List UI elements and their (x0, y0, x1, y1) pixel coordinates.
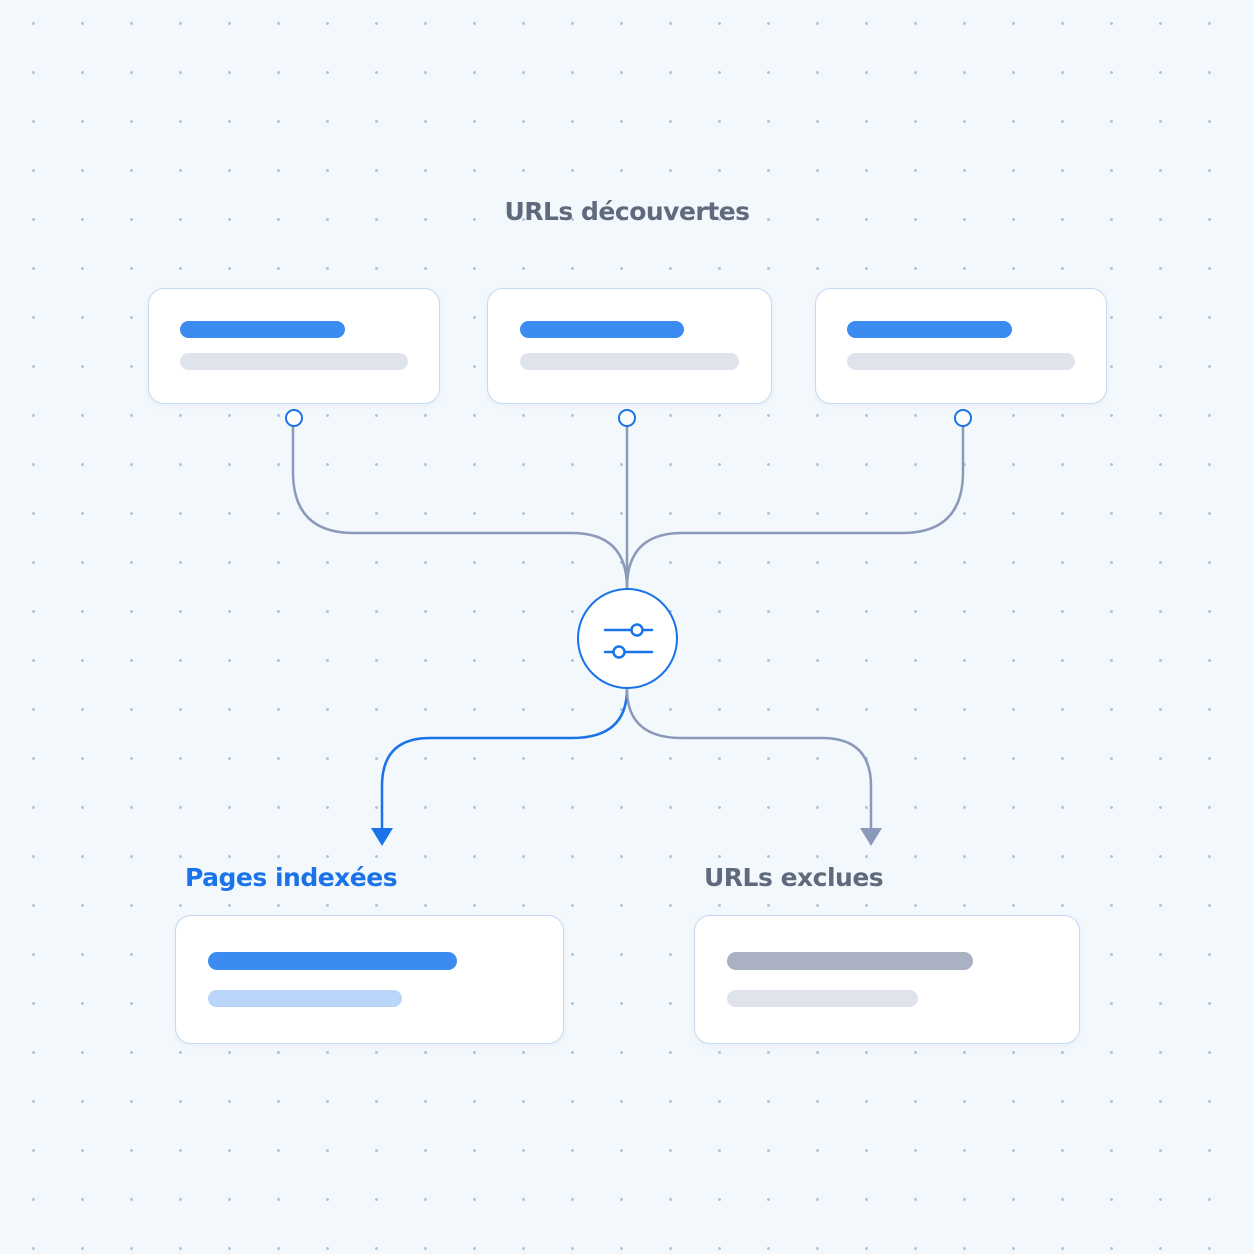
card-title-placeholder (180, 321, 345, 338)
indexed-pages-card (175, 915, 564, 1044)
card-text-placeholder (208, 990, 402, 1007)
circle-node-icon (285, 409, 303, 427)
connector-left-to-filter (291, 422, 629, 590)
source-url-card (148, 288, 440, 404)
card-title-placeholder (208, 952, 457, 970)
circle-node-icon (618, 409, 636, 427)
card-text-placeholder (180, 353, 408, 370)
sliders-icon (603, 623, 654, 659)
card-text-placeholder (520, 353, 739, 370)
source-heading: URLs découvertes (504, 197, 750, 226)
source-url-card (487, 288, 772, 404)
arrow-down-icon (860, 828, 882, 846)
excluded-heading: URLs exclues (704, 863, 884, 892)
connector-right-to-filter (625, 422, 965, 590)
circle-node-icon (954, 409, 972, 427)
card-title-placeholder (727, 952, 973, 970)
card-text-placeholder (847, 353, 1075, 370)
arrow-down-icon (371, 828, 393, 846)
card-text-placeholder (727, 990, 918, 1007)
indexed-heading: Pages indexées (185, 863, 398, 892)
source-url-card (815, 288, 1107, 404)
card-title-placeholder (847, 321, 1012, 338)
excluded-urls-card (694, 915, 1080, 1044)
connector-filter-to-indexed (380, 687, 629, 832)
card-title-placeholder (520, 321, 684, 338)
connector-filter-to-excluded (625, 687, 873, 832)
filter-node (577, 588, 678, 689)
